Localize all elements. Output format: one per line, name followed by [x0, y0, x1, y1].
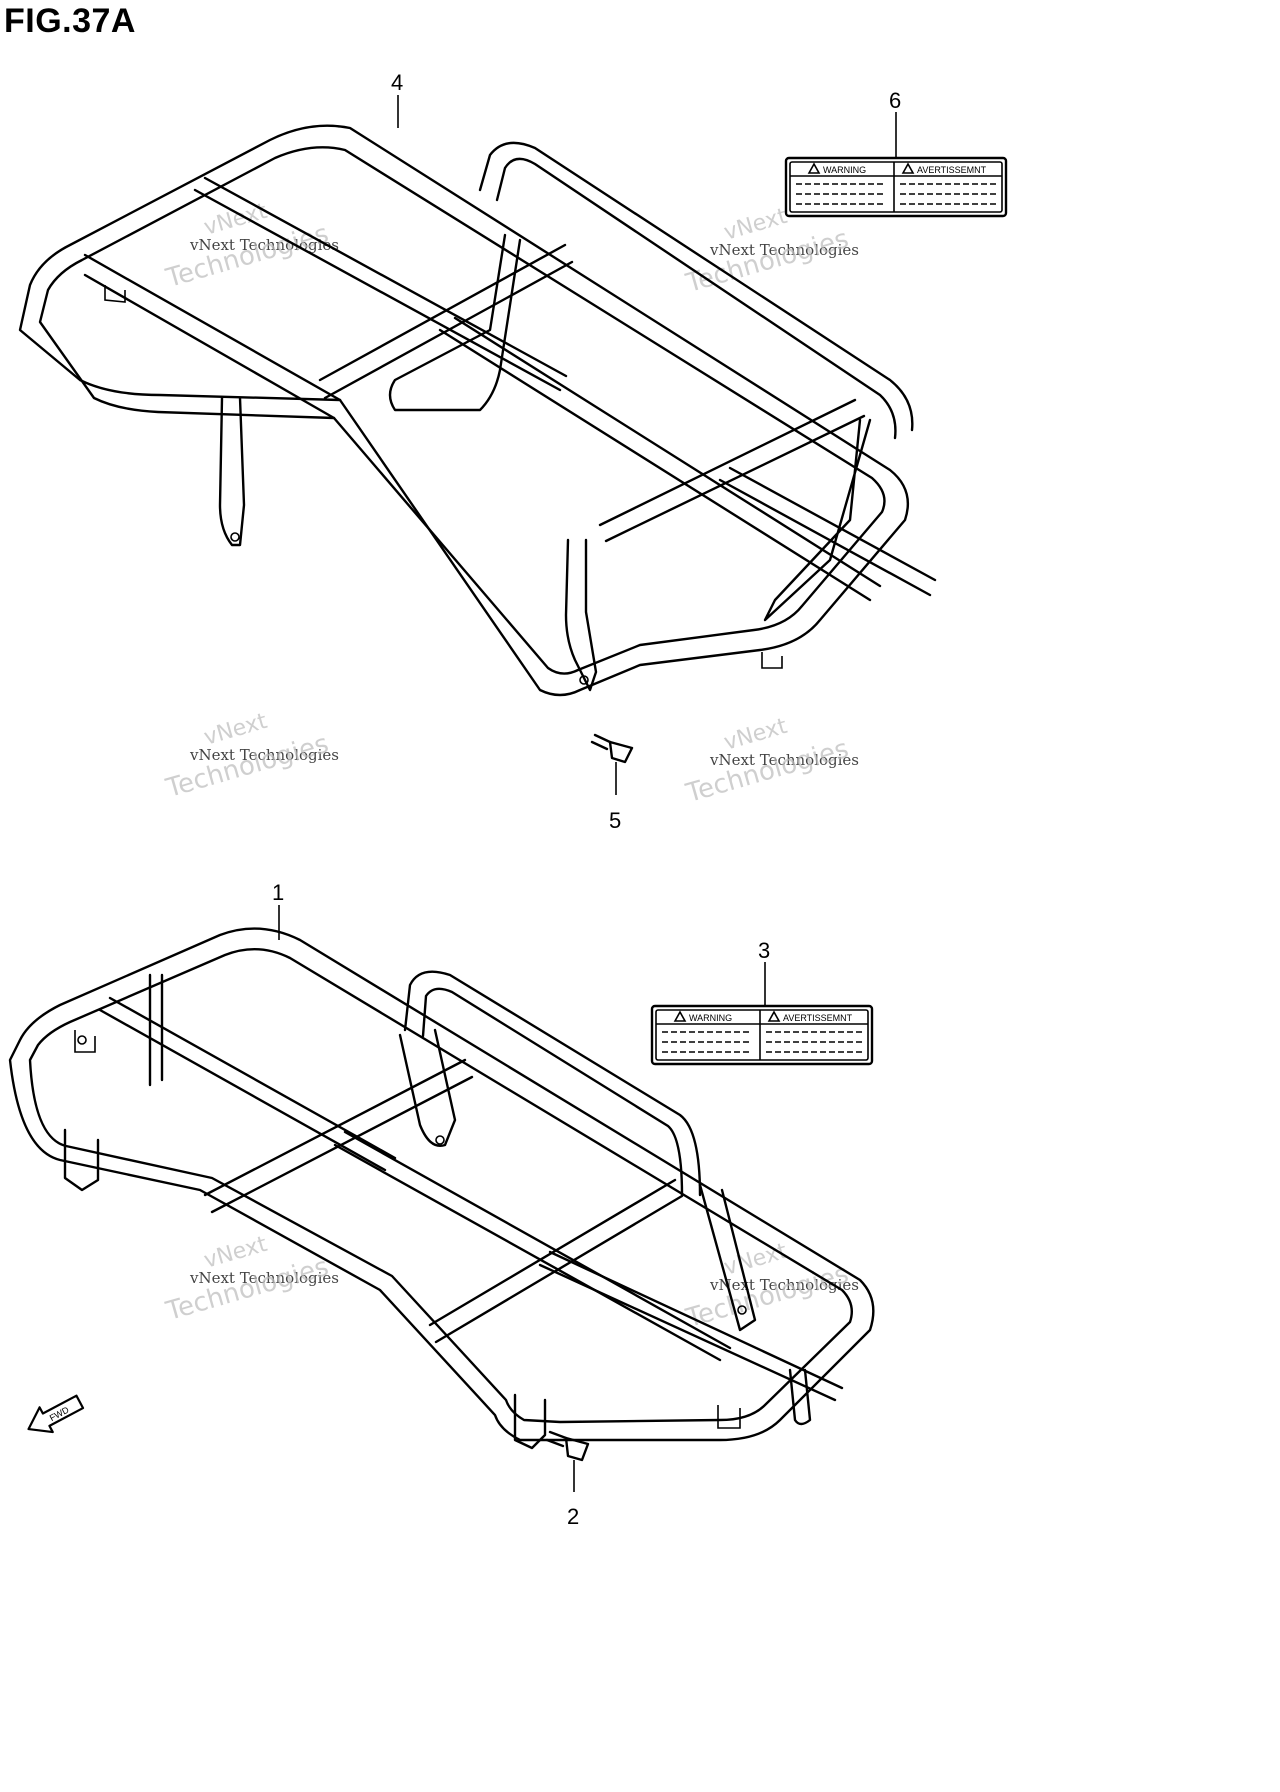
front-carrier-drawing	[8, 927, 875, 1450]
warning-label-3: WARNING AVERTISSEMNT	[650, 1004, 874, 1066]
callout-5: 5	[609, 808, 621, 833]
callouts: 4 6 5 1 3 2	[272, 70, 901, 1529]
watermark-technologies: Technologies	[682, 1259, 852, 1334]
watermark-technologies: Technologies	[162, 219, 332, 294]
warning-text: WARNING	[823, 165, 866, 175]
watermark-vnext-technologies: vNext Technologies	[189, 1269, 339, 1287]
watermark-vnext: vNext	[201, 199, 270, 241]
watermark-vnext: vNext	[721, 204, 790, 246]
watermark-vnext: vNext	[721, 714, 790, 756]
rear-carrier-drawing	[18, 124, 937, 697]
watermark-vnext-technologies: vNext Technologies	[709, 241, 859, 259]
callout-2: 2	[567, 1504, 579, 1529]
watermark-technologies: Technologies	[682, 734, 852, 809]
fwd-arrow-icon: FWD	[27, 1394, 85, 1434]
avertissement-text: AVERTISSEMNT	[917, 165, 987, 175]
callout-1: 1	[272, 880, 284, 905]
callout-4: 4	[391, 70, 403, 95]
callout-6: 6	[889, 88, 901, 113]
avertissement-text: AVERTISSEMNT	[783, 1013, 853, 1023]
watermark-vnext: vNext	[201, 709, 270, 751]
warning-text: WARNING	[689, 1013, 732, 1023]
warning-label-6: WARNING AVERTISSEMNT	[784, 156, 1008, 218]
bolt-2-icon	[545, 1430, 590, 1462]
watermark-vnext: vNext	[201, 1232, 270, 1274]
bolt-5-icon	[590, 733, 634, 764]
callout-3: 3	[758, 938, 770, 963]
watermark-vnext-technologies: vNext Technologies	[709, 751, 859, 769]
watermark-vnext: vNext	[721, 1239, 790, 1281]
watermark-technologies: Technologies	[162, 1252, 332, 1327]
figure-title: FIG.37A	[4, 2, 136, 40]
watermark-technologies: Technologies	[162, 729, 332, 804]
watermark-vnext-technologies: vNext Technologies	[189, 746, 339, 764]
